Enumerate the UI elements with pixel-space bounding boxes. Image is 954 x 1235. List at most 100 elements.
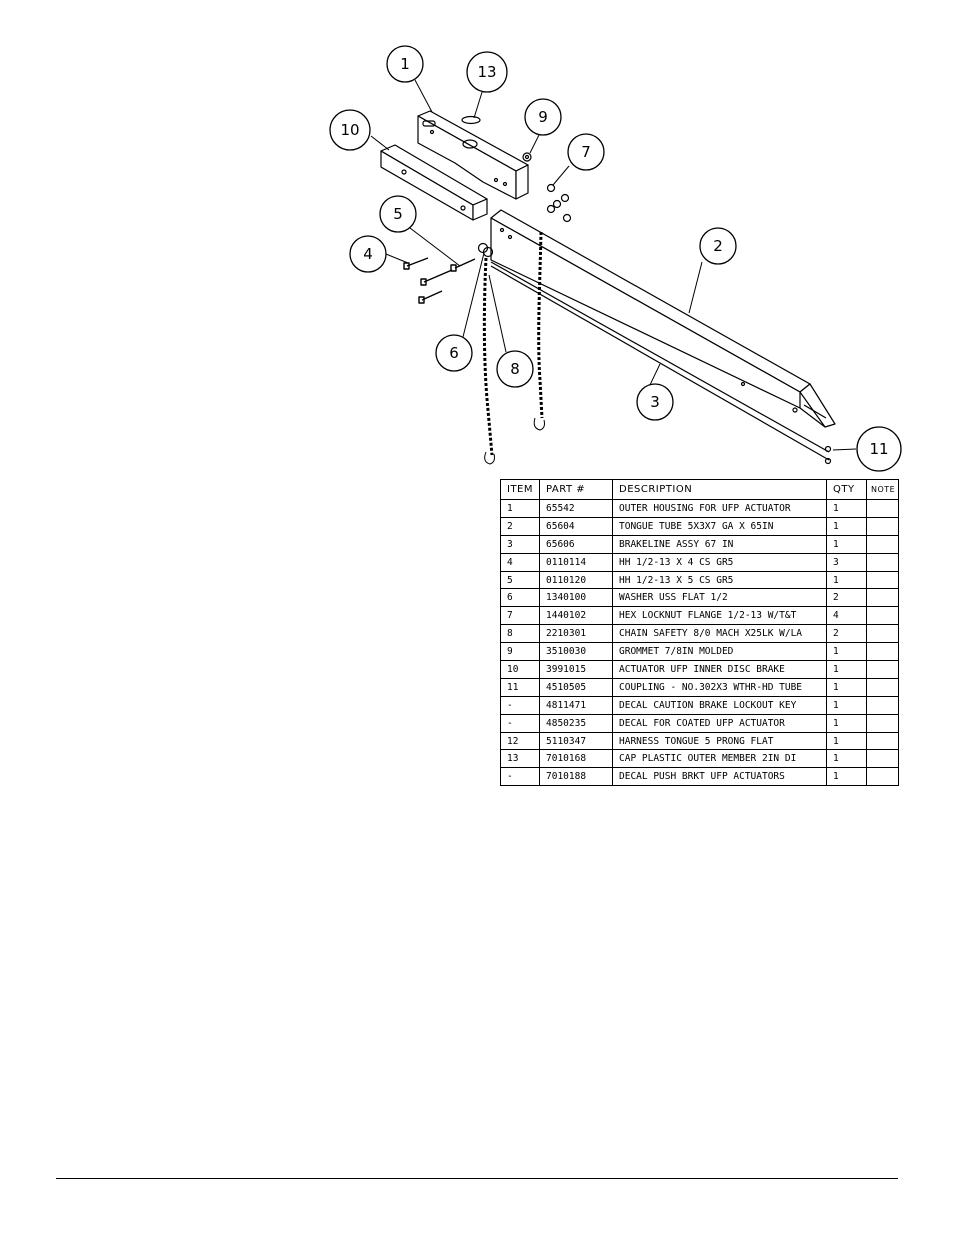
cell-qty: 1 — [826, 534, 867, 554]
cell-description: CHAIN SAFETY 8/0 MACH X25LK W/LA — [612, 624, 827, 644]
cell-item: - — [500, 713, 540, 733]
cell-item: 3 — [500, 534, 540, 554]
callout-circles — [329, 45, 902, 472]
header-description: DESCRIPTION — [612, 479, 827, 500]
cell-note — [866, 534, 899, 554]
cell-item: 7 — [500, 606, 540, 626]
bolts-part — [403, 257, 476, 304]
cell-part-number: 65542 — [539, 499, 613, 518]
cell-qty: 1 — [826, 749, 867, 769]
cell-qty: 1 — [826, 677, 867, 697]
callout-7: 7 — [581, 143, 591, 161]
cell-qty: 1 — [826, 642, 867, 662]
cell-note — [866, 552, 899, 572]
callout-10: 10 — [340, 121, 359, 139]
cell-item: 5 — [500, 570, 540, 590]
cell-item: 6 — [500, 588, 540, 608]
cell-part-number: 2210301 — [539, 624, 613, 644]
cell-part-number: 0110114 — [539, 552, 613, 572]
cell-note — [866, 767, 899, 787]
cell-part-number: 1340100 — [539, 588, 613, 608]
cell-description: GROMMET 7/8IN MOLDED — [612, 642, 827, 662]
safety-chains-part — [482, 231, 545, 465]
cell-note — [866, 499, 899, 518]
cell-note — [866, 695, 899, 715]
callout-13: 13 — [477, 63, 496, 81]
cell-note — [866, 516, 899, 536]
cell-part-number: 3991015 — [539, 660, 613, 679]
cell-qty: 2 — [826, 588, 867, 608]
cell-qty: 1 — [826, 731, 867, 751]
cell-note — [866, 713, 899, 733]
cell-part-number: 3510030 — [539, 642, 613, 662]
callout-1: 1 — [400, 55, 410, 73]
callout-4: 4 — [363, 245, 373, 263]
callout-11: 11 — [869, 440, 888, 458]
outer-housing-part — [417, 110, 529, 200]
cell-description: DECAL CAUTION BRAKE LOCKOUT KEY — [612, 695, 827, 715]
cell-description: COUPLING - NO.302X3 WTHR-HD TUBE — [612, 677, 827, 697]
cell-qty: 3 — [826, 552, 867, 572]
cell-note — [866, 677, 899, 697]
cell-part-number: 0110120 — [539, 570, 613, 590]
leader-lines — [370, 79, 857, 451]
cell-qty: 1 — [826, 516, 867, 536]
cell-note — [866, 570, 899, 590]
cell-note — [866, 660, 899, 679]
cell-part-number: 4850235 — [539, 713, 613, 733]
cell-description: DECAL FOR COATED UFP ACTUATOR — [612, 713, 827, 733]
cell-description: HARNESS TONGUE 5 PRONG FLAT — [612, 731, 827, 751]
cell-part-number: 65604 — [539, 516, 613, 536]
coupling-part — [824, 445, 832, 465]
cell-description: HH 1/2-13 X 5 CS GR5 — [612, 570, 827, 590]
cell-description: OUTER HOUSING FOR UFP ACTUATOR — [612, 499, 827, 518]
cell-qty: 1 — [826, 713, 867, 733]
header-item: ITEM — [500, 479, 540, 500]
cell-item: 11 — [500, 677, 540, 697]
washers-part — [477, 242, 494, 258]
plastic-cap-part — [461, 115, 481, 125]
callout-5: 5 — [393, 205, 403, 223]
cell-description: HH 1/2-13 X 4 CS GR5 — [612, 552, 827, 572]
cell-part-number: 4510505 — [539, 677, 613, 697]
cell-item: 9 — [500, 642, 540, 662]
hex-locknuts-part — [546, 183, 572, 223]
cell-part-number: 7010168 — [539, 749, 613, 769]
header-note: NOTE — [866, 479, 899, 500]
cell-description: TONGUE TUBE 5X3X7 GA X 65IN — [612, 516, 827, 536]
cell-part-number: 65606 — [539, 534, 613, 554]
cell-item: 8 — [500, 624, 540, 644]
callout-3: 3 — [650, 393, 660, 411]
callout-labels: 1 13 9 7 10 5 4 6 8 2 3 11 — [340, 55, 888, 458]
cell-item: 2 — [500, 516, 540, 536]
cell-qty: 4 — [826, 606, 867, 626]
cell-description: HEX LOCKNUT FLANGE 1/2-13 W/T&T — [612, 606, 827, 626]
cell-qty: 1 — [826, 695, 867, 715]
header-part-number: PART # — [539, 479, 613, 500]
footer-divider — [56, 1178, 898, 1179]
cell-qty: 1 — [826, 767, 867, 787]
cell-item: 1 — [500, 499, 540, 518]
table-header-row: ITEM PART # DESCRIPTION QTY NOTE — [500, 479, 899, 500]
grommet-part — [522, 152, 532, 162]
actuator-inner-part — [380, 144, 488, 221]
brakeline-part — [490, 261, 830, 461]
cell-note — [866, 606, 899, 626]
cell-description: DECAL PUSH BRKT UFP ACTUATORS — [612, 767, 827, 787]
